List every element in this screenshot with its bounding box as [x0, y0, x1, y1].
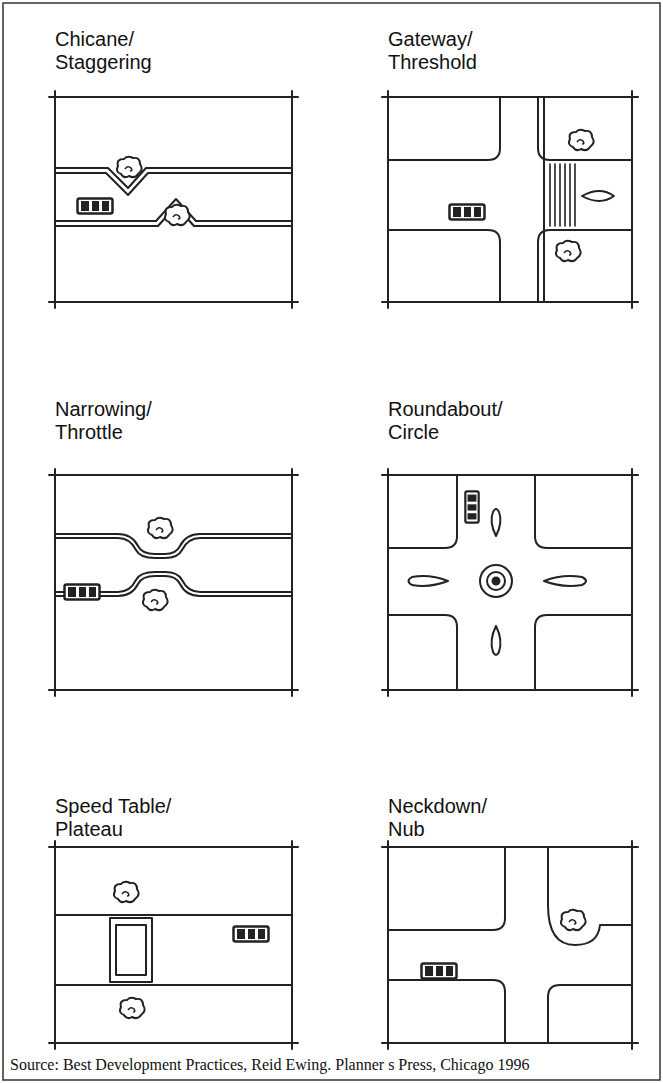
- curb-line: [538, 97, 632, 160]
- tree-symbols: [114, 130, 594, 1018]
- curb-line: [535, 615, 632, 690]
- splitter-island: [492, 509, 501, 536]
- splitter-island: [492, 626, 501, 655]
- curb-line: [55, 168, 292, 188]
- panel-heading: Gateway/ Threshold: [388, 28, 520, 74]
- panel: Speed Table/ Plateau: [55, 795, 292, 1043]
- curb-line: [388, 475, 457, 548]
- illustration-stroke: [120, 998, 145, 1018]
- illustration-stroke: [143, 590, 168, 610]
- panel-heading: Chicane/ Staggering: [55, 28, 187, 74]
- illustration-stroke: [165, 205, 190, 225]
- panel: Narrowing/ Throttle: [55, 398, 292, 690]
- figure-border: [3, 3, 660, 1080]
- splitter-island: [544, 576, 586, 586]
- curb-line: [548, 985, 632, 1043]
- source-caption: Source: Best Development Practices, Reid…: [10, 1056, 529, 1074]
- curb-line: [388, 615, 457, 690]
- illustration-stroke: [561, 910, 586, 930]
- curb-line: [388, 847, 505, 930]
- curb-line: [543, 97, 545, 302]
- crosswalk-hatch: [550, 164, 575, 226]
- splitter-island: [409, 576, 449, 586]
- illustration-stroke: [114, 882, 139, 902]
- illustration-stroke: [465, 491, 478, 522]
- median-island: [582, 191, 614, 201]
- central-island: [493, 578, 500, 585]
- curb-line: [388, 980, 505, 1043]
- illustration-stroke: [465, 491, 478, 522]
- panel-frame: [382, 91, 638, 308]
- illustration-stroke: [117, 157, 142, 177]
- panel-frame: [49, 91, 298, 308]
- central-island: [480, 565, 512, 597]
- illustration-stroke: [556, 241, 581, 261]
- illustration-stroke: [450, 205, 485, 220]
- curb-line: [538, 230, 632, 302]
- curb-line: [388, 97, 500, 160]
- illustration-stroke: [569, 130, 594, 150]
- illustration-stroke: [78, 199, 113, 214]
- illustration-stroke: [65, 585, 100, 600]
- panel: Roundabout/ Circle: [388, 398, 632, 690]
- panel-heading: Narrowing/ Throttle: [55, 398, 187, 444]
- car-symbols: [65, 199, 485, 979]
- panel-heading: Speed Table/ Plateau: [55, 795, 187, 841]
- panel-frame: [382, 841, 638, 1049]
- central-island: [487, 572, 505, 590]
- illustration-stroke: [422, 964, 457, 979]
- curb-line: [55, 173, 292, 195]
- panel-heading: Roundabout/ Circle: [388, 398, 520, 444]
- illustration-stroke: [234, 927, 269, 942]
- panel-frame: [49, 841, 298, 1049]
- panel: Chicane/ Staggering: [55, 28, 292, 302]
- panel-frame: [49, 469, 298, 696]
- panel: Gateway/ Threshold: [388, 28, 632, 302]
- curb-line: [55, 538, 292, 558]
- illustration-stroke: [148, 518, 173, 538]
- illustration-stroke: [49, 91, 638, 1049]
- panel-frame: [382, 469, 638, 696]
- curb-line: [55, 534, 292, 554]
- curb-line: [388, 230, 500, 302]
- curb-line: [535, 475, 632, 548]
- speed-table: [116, 925, 146, 975]
- speed-table: [110, 918, 152, 982]
- curb-line: [548, 847, 632, 945]
- panel-heading: Neckdown/ Nub: [388, 795, 520, 841]
- curb-line: [55, 915, 292, 985]
- panel: Neckdown/ Nub: [388, 795, 632, 1043]
